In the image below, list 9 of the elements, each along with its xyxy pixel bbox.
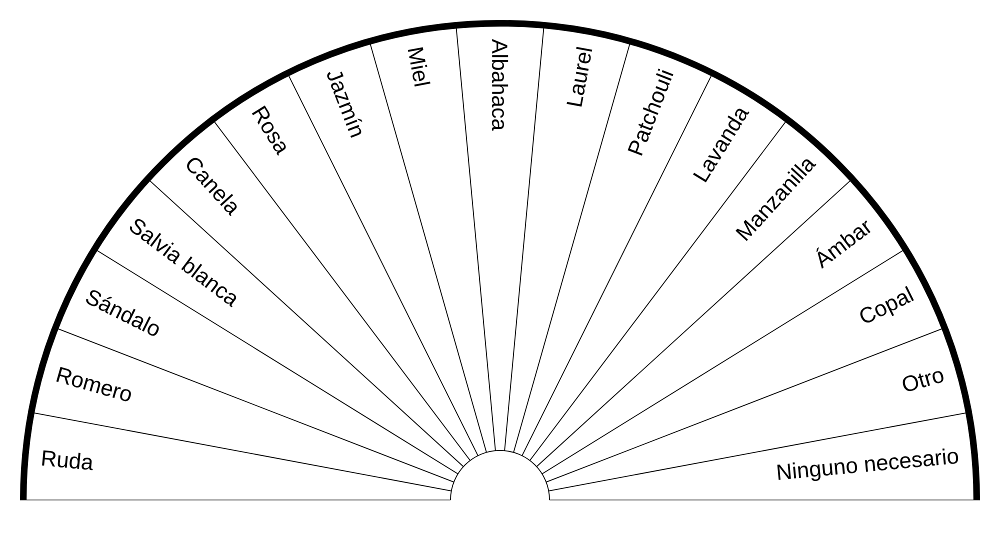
sector-label: Albahaca [492, 39, 508, 131]
sector-label: Otro [902, 371, 944, 392]
sector-label: Ruda [42, 450, 93, 470]
sector-label: Miel [408, 47, 430, 86]
sector-label: Romero [56, 366, 131, 402]
sector-label: Copal [860, 286, 914, 323]
sector-label: Laurel [566, 46, 592, 107]
sector-label: Ninguno necesario [777, 448, 958, 482]
sector-label: Jazmín [327, 72, 362, 138]
